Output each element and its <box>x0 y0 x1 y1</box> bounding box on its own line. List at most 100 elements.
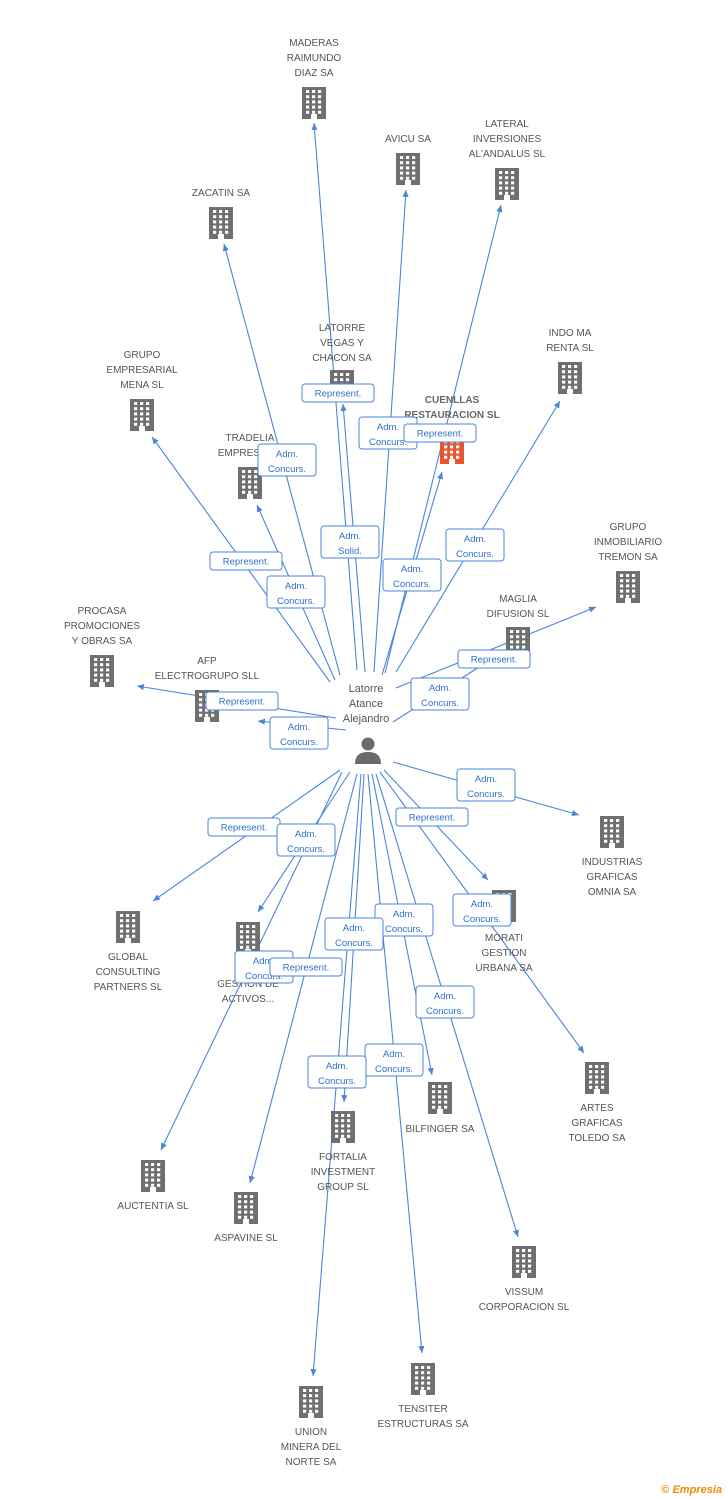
relation-label-box[interactable]: Adm.Concurs. <box>276 823 336 857</box>
relation-label-box[interactable]: Represent. <box>457 649 531 669</box>
relation-label-box[interactable]: Adm.Concurs. <box>382 558 442 592</box>
building-icon <box>331 1111 355 1143</box>
company-label: AVICU SA <box>385 134 431 145</box>
relation-label-box[interactable]: Adm.Concurs. <box>445 528 505 562</box>
company-label: OMNIA SA <box>588 887 637 898</box>
company-label: ACTIVOS... <box>222 994 274 1005</box>
company-label: MINERA DEL <box>281 1442 342 1453</box>
building-icon <box>616 571 640 603</box>
building-icon <box>238 467 262 499</box>
relation-label-box[interactable]: Represent. <box>403 423 477 443</box>
relation-label-box[interactable]: Represent. <box>269 957 343 977</box>
company-node-tradelia[interactable]: TRADELIAEMPRESAR... <box>218 433 282 499</box>
relation-label-text: Adm. <box>393 909 415 920</box>
company-node-fortalia[interactable]: FORTALIA INVESTMENT GROUP SL <box>311 1111 375 1193</box>
relation-label-box[interactable]: Represent. <box>395 807 469 827</box>
relation-label-text: Concurs. <box>245 971 283 982</box>
company-label: ASPAVINE SL <box>214 1233 278 1244</box>
relation-label-text: Concurs. <box>426 1006 464 1017</box>
company-label: NORTE SA <box>286 1457 337 1468</box>
relation-label-text: Represent. <box>417 429 463 440</box>
company-label: AUCTENTIA SL <box>117 1201 189 1212</box>
relation-label-text: Concurs. <box>385 924 423 935</box>
relation-label-text: Represent. <box>219 697 265 708</box>
person-name-label: Alejandro <box>343 713 389 725</box>
company-node-auctentia[interactable]: AUCTENTIA SL <box>117 1160 189 1212</box>
company-label: BILFINGER SA <box>406 1124 475 1135</box>
brand-name[interactable]: Empresia <box>672 1484 722 1496</box>
company-label: MADERAS <box>289 38 339 49</box>
relation-label-box[interactable]: Adm.Concurs. <box>266 575 326 609</box>
company-node-union[interactable]: UNION MINERA DEL NORTE SA <box>281 1386 342 1468</box>
relation-label-text: Represent. <box>221 823 267 834</box>
company-label: ARTES <box>580 1103 613 1114</box>
building-icon <box>236 922 260 954</box>
relation-label-text: Adm. <box>339 531 361 542</box>
relation-label-box[interactable]: Represent. <box>301 383 375 403</box>
relation-label-box[interactable]: Adm. Concurs. <box>374 903 434 937</box>
relation-label-box[interactable]: Adm.Concurs. <box>456 768 516 802</box>
relation-label-box[interactable]: Adm.Concurs. <box>415 985 475 1019</box>
company-label: ELECTROGRUPO SLL <box>155 671 260 682</box>
company-label: UNION <box>295 1427 327 1438</box>
company-node-gestion[interactable]: GESTION DEACTIVOS... <box>217 922 279 1005</box>
company-label: GRUPO <box>124 350 161 361</box>
relation-label-box[interactable]: Adm.Concurs. <box>257 443 317 477</box>
relation-label-text: Adm. <box>253 956 275 967</box>
relation-label-box[interactable]: Adm.Concurs. <box>410 677 470 711</box>
company-node-avicu[interactable]: AVICU SA <box>385 134 431 185</box>
company-label: EMPRESARIAL <box>106 365 178 376</box>
relation-label-box[interactable]: Adm.Concurs. <box>269 716 329 750</box>
company-label: FORTALIA <box>319 1152 367 1163</box>
relation-label-box[interactable]: Adm.Concurs. <box>452 893 512 927</box>
relation-label-box[interactable]: Represent. <box>209 551 283 571</box>
company-label: MAGLIA <box>499 594 537 605</box>
company-node-zacatin[interactable]: ZACATIN SA <box>192 188 250 239</box>
company-label: TRADELIA <box>226 433 275 444</box>
company-label: VISSUM <box>505 1287 543 1298</box>
building-icon <box>585 1062 609 1094</box>
relation-label-box[interactable]: Adm.Concurs. <box>324 917 384 951</box>
company-node-aspavine[interactable]: ASPAVINE SL <box>214 1192 278 1244</box>
company-label: RENTA SL <box>546 343 594 354</box>
relation-label-text: Adm. <box>471 899 493 910</box>
relation-label-text: Concurs. <box>467 789 505 800</box>
company-node-bilfinger[interactable]: BILFINGER SA <box>406 1082 475 1135</box>
company-label: INVESTMENT <box>311 1167 375 1178</box>
relation-label-text: Concurs. <box>375 1064 413 1075</box>
company-label: GROUP SL <box>317 1182 369 1193</box>
building-icon <box>234 1192 258 1224</box>
relation-label-box[interactable]: Represent. <box>207 817 281 837</box>
company-label: GLOBAL <box>108 952 148 963</box>
relation-label-box[interactable]: Represent. <box>205 691 279 711</box>
building-icon <box>209 207 233 239</box>
building-icon <box>512 1246 536 1278</box>
company-label: CUENLLAS <box>425 395 480 406</box>
relation-label-text: Adm. <box>326 1061 348 1072</box>
relation-label-box[interactable]: Adm.Concurs. <box>364 1043 424 1077</box>
relation-label-text: Represent. <box>283 963 329 974</box>
relation-label-text: Adm. <box>377 422 399 433</box>
relation-label-text: Concurs. <box>393 579 431 590</box>
relation-label-box[interactable]: Adm. Concurs. <box>307 1055 367 1089</box>
relation-label-text: Concurs. <box>287 844 325 855</box>
company-label: ESTRUCTURAS SA <box>377 1419 468 1430</box>
relation-label-box[interactable]: Adm.Solid. <box>320 525 380 559</box>
company-label: INDUSTRIAS <box>582 857 643 868</box>
relation-label-text: Concurs. <box>280 737 318 748</box>
relation-label-text: Concurs. <box>318 1076 356 1087</box>
